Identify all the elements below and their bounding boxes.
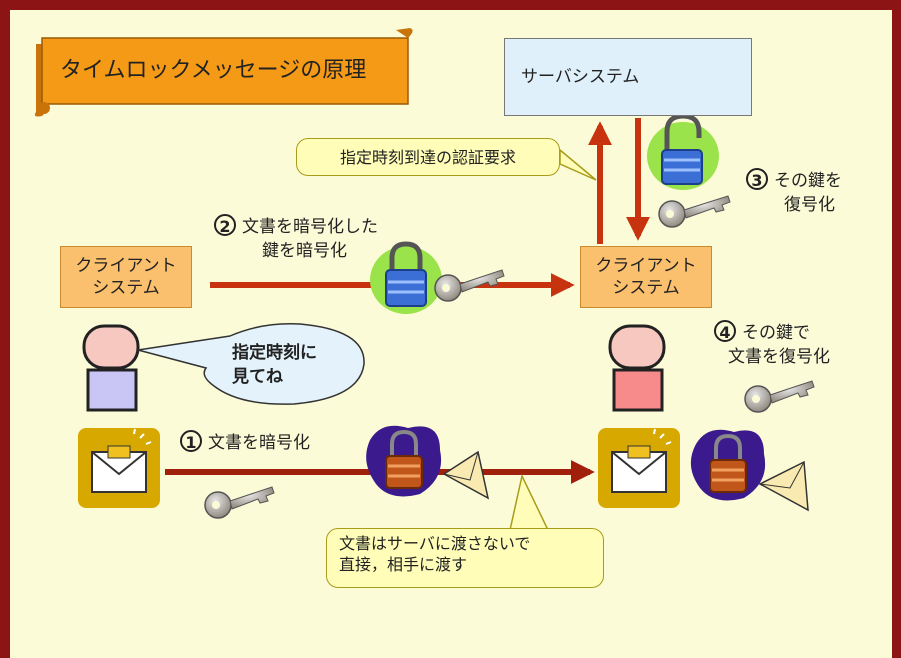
- diagram-title: タイムロックメッセージの原理: [60, 58, 367, 83]
- step4-line1: その鍵で: [742, 323, 810, 343]
- step4-label-line2: 文書を復号化: [728, 347, 830, 367]
- frame-border-right: [892, 0, 901, 658]
- frame-border-left: [0, 0, 10, 658]
- envelope-icon: [442, 450, 490, 500]
- server-system-box: サーバシステム: [504, 38, 752, 116]
- client-system-box-left: クライアント システム: [60, 246, 192, 308]
- client-left-line2: システム: [92, 278, 160, 298]
- step3-label-line2: 復号化: [784, 195, 835, 215]
- speech-bubble-line1: 指定時刻に: [232, 343, 317, 363]
- key-icon-step2: [434, 269, 505, 302]
- step2-line1: 文書を暗号化した: [242, 217, 378, 237]
- step1-label: 1 文書を暗号化: [180, 430, 310, 454]
- mail-icon-right: [598, 428, 680, 508]
- person-sender-icon: [82, 324, 140, 412]
- step3-label: 3 その鍵を: [746, 168, 842, 192]
- locked-padlock-purple-icon: [366, 425, 442, 497]
- key-icon-step4: [744, 380, 815, 413]
- request-callout-text: 指定時刻到達の認証要求: [339, 147, 516, 167]
- person-receiver-icon: [608, 324, 666, 412]
- step2-label: 2 文書を暗号化した: [214, 214, 378, 238]
- direct-callout: 文書はサーバに渡さないで 直接，相手に渡す: [326, 528, 604, 588]
- title-scroll: [34, 28, 413, 117]
- client-system-box-right: クライアント システム: [580, 246, 712, 308]
- speech-bubble-shape: [137, 323, 365, 405]
- frame-border-top: [0, 0, 901, 10]
- step2-number: 2: [214, 214, 236, 236]
- client-left-line1: クライアント: [75, 256, 177, 276]
- step1-number: 1: [180, 430, 202, 452]
- key-icon-step1: [204, 486, 275, 519]
- mail-icon-left: [78, 428, 160, 508]
- envelope-icon-right: [758, 460, 809, 512]
- direct-callout-tail: [509, 473, 550, 531]
- direct-callout-line1: 文書はサーバに渡さないで: [339, 534, 531, 553]
- step2-label-line2: 鍵を暗号化: [262, 241, 347, 261]
- server-system-label: サーバシステム: [521, 67, 640, 87]
- unlocked-padlock-icon: [647, 113, 719, 190]
- step1-text: 文書を暗号化: [208, 433, 310, 453]
- step4-number: 4: [714, 320, 736, 342]
- request-callout: 指定時刻到達の認証要求: [296, 138, 560, 176]
- locked-padlock-green-icon: [370, 241, 442, 314]
- client-right-line2: システム: [612, 278, 680, 298]
- request-callout-tail: [559, 148, 597, 181]
- speech-bubble-line2: 見てね: [232, 367, 283, 387]
- client-right-line1: クライアント: [595, 256, 697, 276]
- step3-number: 3: [746, 168, 768, 190]
- step4-label: 4 その鍵で: [714, 320, 810, 344]
- key-icon-step3: [658, 195, 731, 228]
- direct-callout-line2: 直接，相手に渡す: [339, 555, 468, 574]
- locked-padlock-purple-icon-right: [690, 429, 766, 501]
- step3-line1: その鍵を: [774, 171, 842, 191]
